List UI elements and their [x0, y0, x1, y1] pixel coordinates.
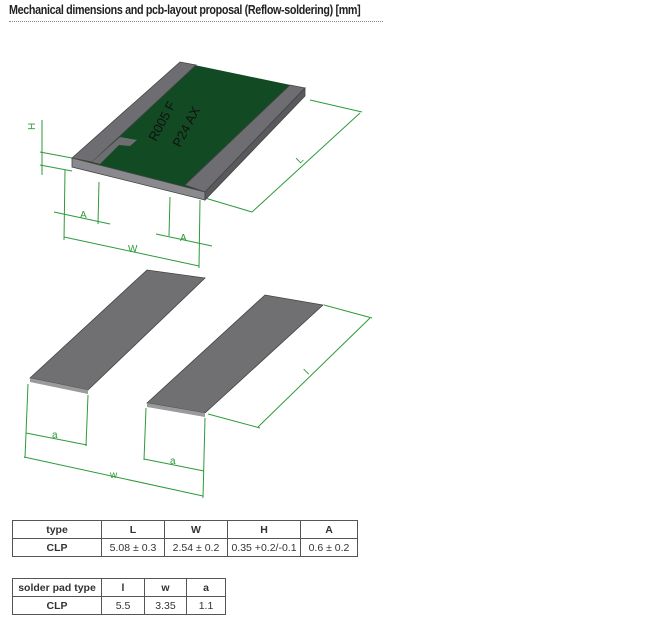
resistor-component: R005 F P24 AX	[71, 61, 306, 201]
pad-dimension-lines	[23, 304, 373, 499]
label-W: W	[128, 244, 138, 255]
table-cell: 5.5	[101, 596, 145, 615]
section-title: Mechanical dimensions and pcb-layout pro…	[9, 3, 361, 17]
solder-pads	[29, 269, 324, 417]
table-row: CLP 5.5 3.35 1.1	[12, 596, 226, 615]
label-a-right: a	[170, 456, 176, 467]
label-A-left: A	[80, 210, 87, 221]
table-cell: 3.35	[144, 596, 187, 615]
label-l: l	[302, 368, 311, 377]
header-cell: w	[144, 578, 187, 597]
table-header-row: solder pad type l w a	[12, 578, 226, 597]
header-cell: l	[101, 578, 145, 597]
header-cell: A	[300, 520, 358, 539]
table-cell: 2.54 ± 0.2	[164, 538, 228, 557]
header-cell: H	[227, 520, 301, 539]
header-cell: solder pad type	[12, 578, 102, 597]
label-H: H	[27, 123, 38, 130]
table-cell: CLP	[12, 538, 102, 557]
table-cell: 5.08 ± 0.3	[101, 538, 165, 557]
header-cell: W	[164, 520, 228, 539]
header-cell: type	[12, 520, 102, 539]
table-cell: 1.1	[186, 596, 226, 615]
table-header-row: type L W H A	[12, 520, 358, 539]
component-dimensions-table: type L W H A CLP 5.08 ± 0.3 2.54 ± 0.2 0…	[12, 520, 358, 557]
header-cell: a	[186, 578, 226, 597]
table-cell: 0.35 +0.2/-0.1	[227, 538, 301, 557]
table-cell: 0.6 ± 0.2	[300, 538, 358, 557]
solder-pad-table: solder pad type l w a CLP 5.5 3.35 1.1	[12, 578, 226, 615]
label-a-left: a	[52, 430, 58, 441]
solder-pad-left	[29, 269, 206, 391]
label-A-right: A	[180, 233, 187, 244]
component-dimension-lines	[39, 99, 363, 269]
title-divider	[9, 21, 383, 22]
table-cell: CLP	[12, 596, 102, 615]
label-w: w	[109, 470, 118, 481]
table-row: CLP 5.08 ± 0.3 2.54 ± 0.2 0.35 +0.2/-0.1…	[12, 538, 358, 557]
solder-pad-right	[146, 294, 324, 414]
header-cell: L	[101, 520, 165, 539]
